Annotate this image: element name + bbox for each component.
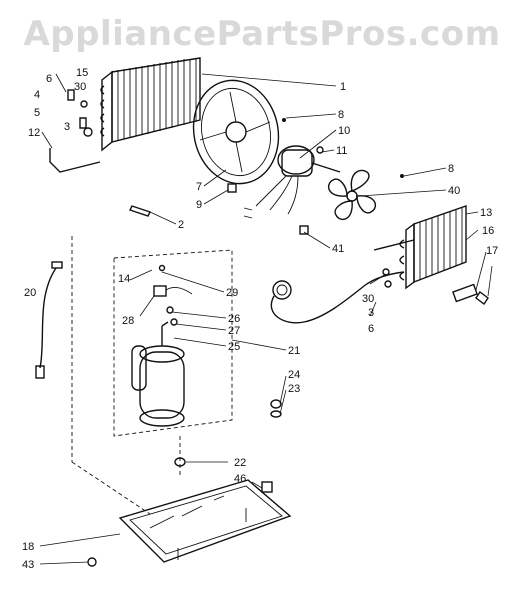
callout-18: 18 bbox=[22, 541, 34, 553]
callout-14: 14 bbox=[118, 273, 130, 285]
callout-16: 16 bbox=[482, 225, 494, 237]
callout-6-left: 6 bbox=[46, 73, 52, 85]
callout-3-right: 3 bbox=[368, 307, 374, 319]
callout-8-top: 8 bbox=[338, 109, 344, 121]
misc-small-parts bbox=[129, 118, 404, 235]
callout-15: 15 bbox=[76, 67, 88, 79]
fan-shroud bbox=[192, 79, 280, 185]
callout-40: 40 bbox=[448, 185, 460, 197]
callout-26: 26 bbox=[228, 313, 240, 325]
callout-6-right: 6 bbox=[368, 323, 374, 335]
callout-11: 11 bbox=[336, 145, 347, 157]
callout-25: 25 bbox=[228, 341, 240, 353]
callout-29: 29 bbox=[226, 287, 238, 299]
watermark-logo: AppliancePartsPros.com bbox=[23, 14, 501, 54]
leader-lines bbox=[39, 73, 493, 565]
assembly-reference-lines bbox=[71, 236, 181, 515]
callout-labels: 1 2 3 3 4 5 6 6 7 8 8 9 10 11 12 13 14 1… bbox=[22, 67, 498, 571]
callout-24: 24 bbox=[288, 369, 300, 381]
callout-41: 41 bbox=[332, 243, 344, 255]
callout-46: 46 bbox=[234, 473, 246, 485]
blower-fan-blade bbox=[327, 169, 377, 221]
callout-13: 13 bbox=[480, 207, 492, 219]
callout-21: 21 bbox=[288, 345, 300, 357]
compressor-assembly bbox=[113, 249, 233, 437]
mounting-grommets bbox=[174, 399, 282, 493]
callout-2: 2 bbox=[178, 219, 184, 231]
base-pan bbox=[87, 479, 292, 567]
callout-30-left: 30 bbox=[74, 81, 86, 93]
evaporator-coil bbox=[373, 205, 467, 290]
callout-8-right: 8 bbox=[448, 163, 454, 175]
callout-20: 20 bbox=[24, 287, 36, 299]
callout-10: 10 bbox=[338, 125, 350, 137]
condenser-coil bbox=[100, 57, 201, 152]
callout-22: 22 bbox=[234, 457, 246, 469]
callout-27: 27 bbox=[228, 325, 240, 337]
callout-23: 23 bbox=[288, 383, 300, 395]
callout-43: 43 bbox=[22, 559, 34, 571]
refrigerant-tubing bbox=[270, 268, 405, 324]
callout-17: 17 bbox=[486, 245, 498, 257]
fan-motor bbox=[255, 145, 341, 215]
callout-1: 1 bbox=[340, 81, 346, 93]
callout-7: 7 bbox=[196, 181, 202, 193]
callout-9: 9 bbox=[196, 199, 202, 211]
callout-3-left: 3 bbox=[64, 121, 70, 133]
right-clips bbox=[452, 283, 489, 306]
callout-4: 4 bbox=[34, 89, 40, 101]
callout-5: 5 bbox=[34, 107, 40, 119]
callout-28: 28 bbox=[122, 315, 134, 327]
callout-30-right: 30 bbox=[362, 293, 374, 305]
callout-12: 12 bbox=[28, 127, 40, 139]
left-fittings bbox=[49, 89, 101, 173]
power-cord bbox=[35, 261, 63, 379]
